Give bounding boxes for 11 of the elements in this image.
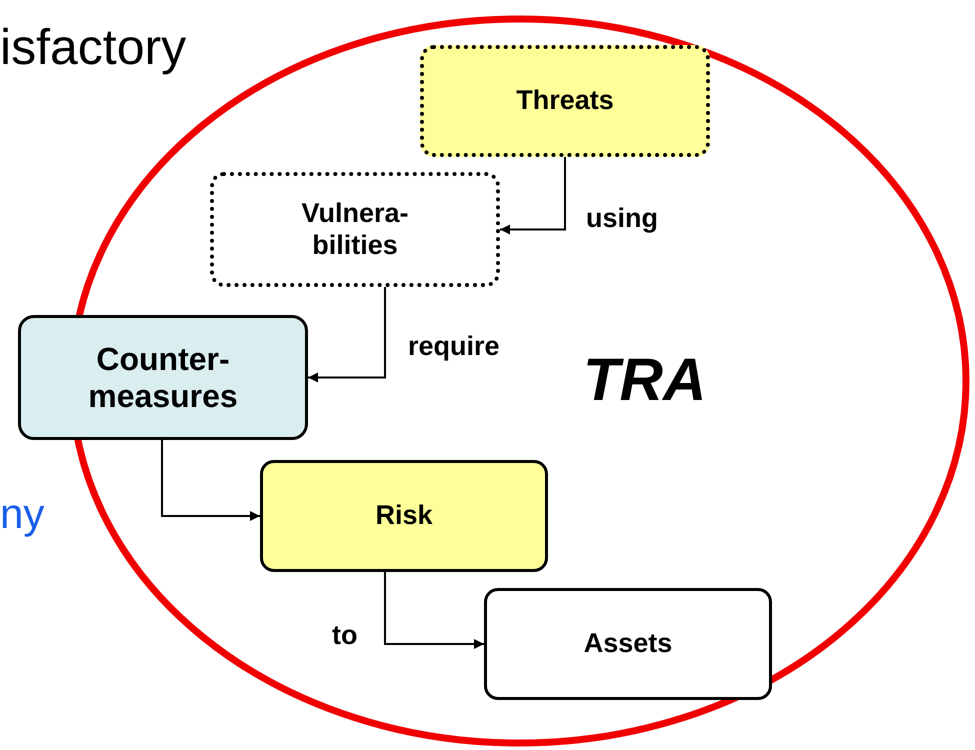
slide-text-fragment: ny [0,490,44,538]
arrow [161,440,260,521]
process-box: Threats [420,45,710,157]
arrow [500,157,566,234]
arrow [384,572,484,649]
process-box: Vulnera-bilities [210,172,500,287]
process-box: Risk [260,460,548,572]
process-box: Counter-measures [18,315,308,440]
slide-text-fragment: isfactory [0,18,186,76]
region-title: TRA [583,345,706,414]
arrow [308,287,386,382]
